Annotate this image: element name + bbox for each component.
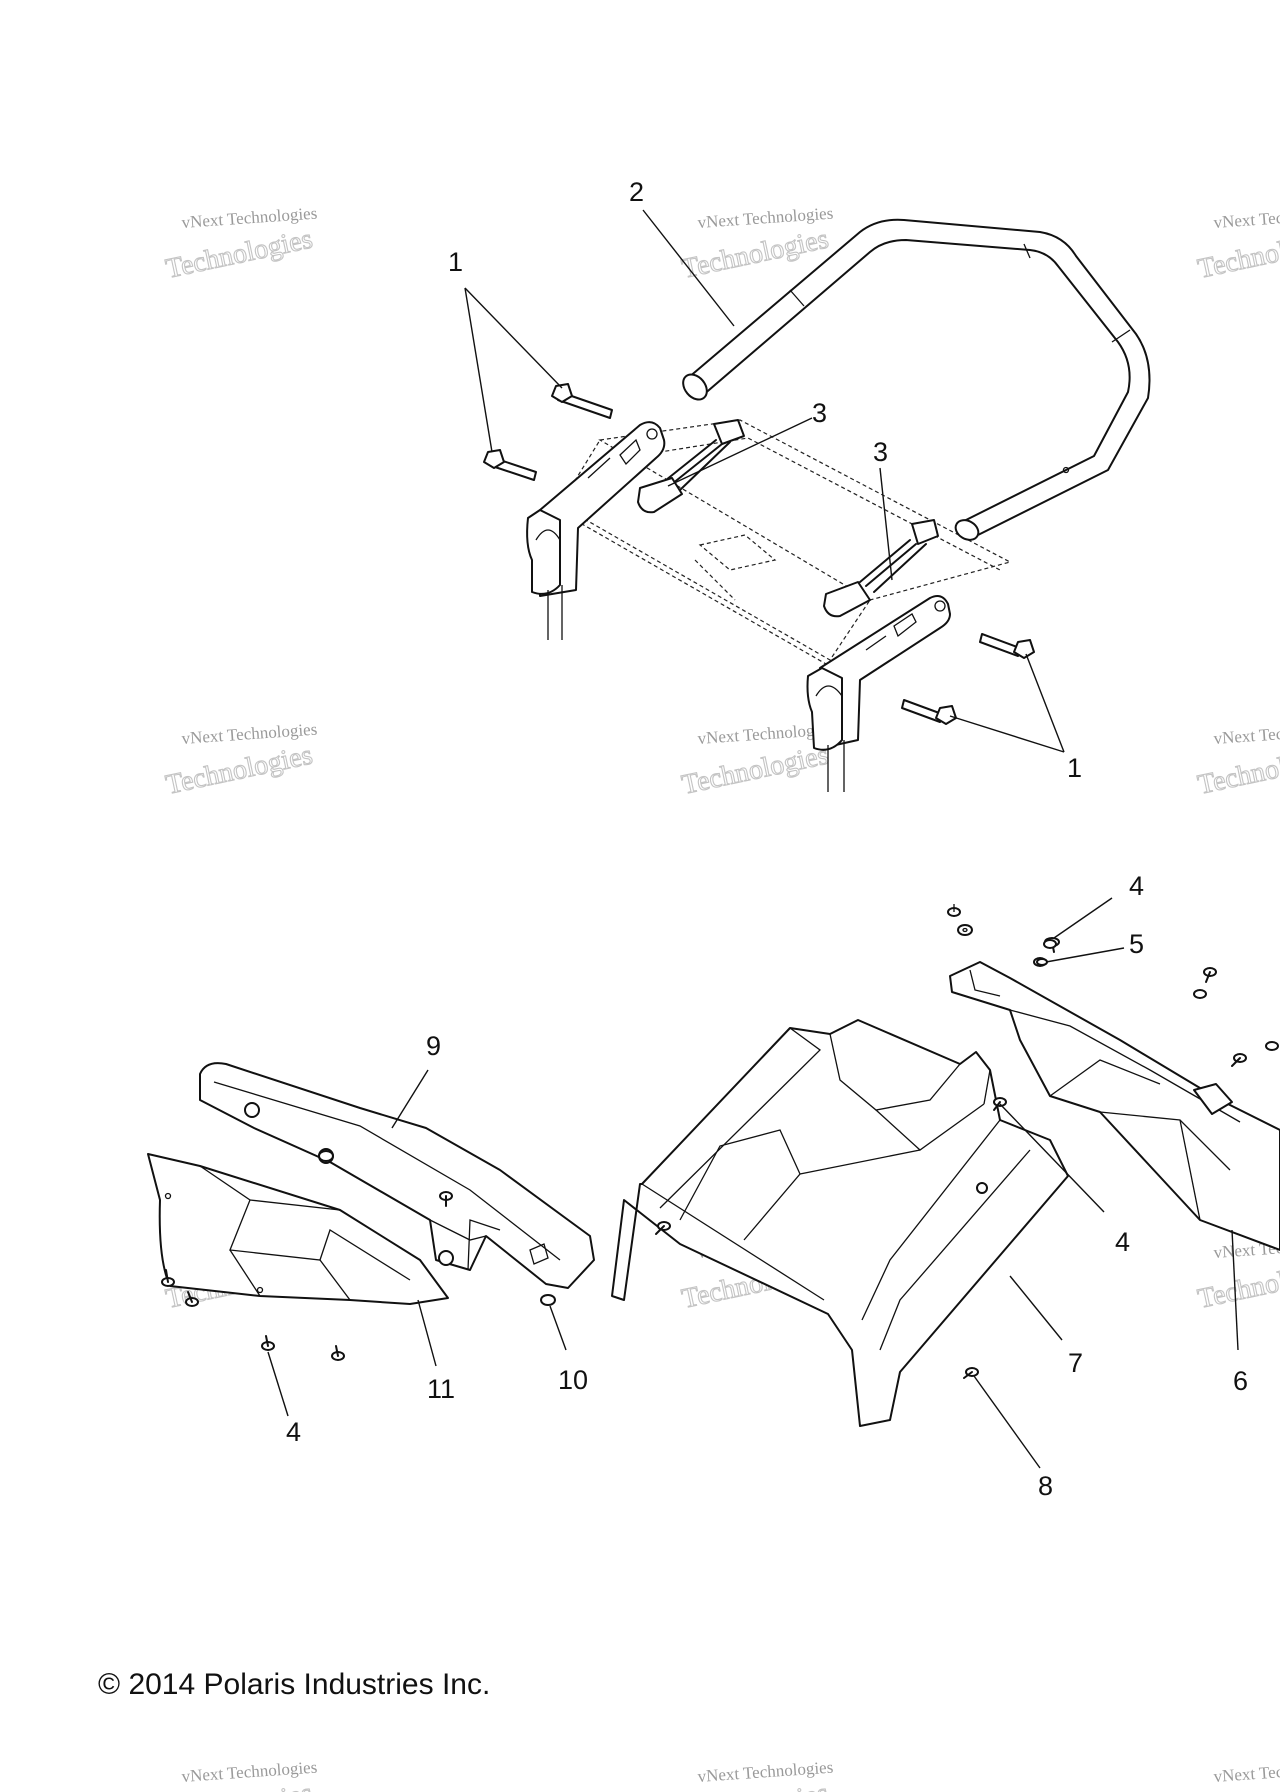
- callout-9: 9: [426, 1031, 441, 1061]
- push-rivet: [963, 1367, 979, 1379]
- bolt: [979, 633, 1035, 659]
- push-rivet: [439, 1191, 453, 1207]
- bolt: [901, 699, 957, 725]
- callout-3: 3: [812, 398, 827, 428]
- leader-lines: [267, 209, 1239, 1469]
- watermark: Technologies vNext Technologies: [679, 1758, 834, 1792]
- svg-text:vNext Technologies: vNext Technologies: [1213, 204, 1280, 232]
- svg-text:Technologies: Technologies: [679, 740, 831, 801]
- callout-11: 11: [427, 1374, 455, 1404]
- washer: [957, 924, 973, 936]
- svg-text:Technologies: Technologies: [163, 740, 315, 801]
- callout-5: 5: [1129, 929, 1144, 959]
- push-rivet: [1036, 958, 1048, 966]
- watermark: Technologies vNext Technologies: [1195, 204, 1280, 286]
- washer: [1193, 989, 1207, 999]
- callout-6: 6: [1233, 1366, 1248, 1396]
- callout-4: 4: [1115, 1227, 1130, 1257]
- rear-fender: [611, 1019, 1069, 1427]
- push-rivet: [947, 904, 961, 917]
- push-rivet: [1231, 1053, 1247, 1067]
- copyright-notice: © 2014 Polaris Industries Inc.: [98, 1668, 491, 1701]
- callouts: 1 2 3 3 1 4 5 9 4 7 6 10 11 4 8: [286, 177, 1248, 1501]
- roll-bar: [682, 218, 1151, 541]
- watermark: Technologies vNext Technologies: [1195, 1758, 1280, 1792]
- callout-4: 4: [286, 1417, 301, 1447]
- callout-4: 4: [1129, 871, 1144, 901]
- right-mount-bracket: [806, 595, 951, 792]
- left-mount-bracket: [526, 421, 666, 640]
- callout-7: 7: [1068, 1348, 1083, 1378]
- fasteners: [161, 904, 1279, 1379]
- push-rivet: [1043, 939, 1057, 949]
- watermark: Technologies vNext Technologies: [163, 720, 318, 802]
- svg-text:Technologies: Technologies: [1195, 1254, 1280, 1315]
- bolt: [483, 449, 537, 481]
- watermark: Technologies vNext Technologies: [163, 1758, 318, 1792]
- svg-text:Technologies: Technologies: [1195, 224, 1280, 285]
- svg-text:vNext Technologies: vNext Technologies: [1213, 1758, 1280, 1786]
- push-rivet: [185, 1291, 199, 1307]
- callout-3: 3: [873, 437, 888, 467]
- push-rivet: [993, 1097, 1007, 1111]
- svg-text:Technologies: Technologies: [163, 224, 315, 285]
- svg-text:Technologies: Technologies: [1195, 740, 1280, 801]
- push-rivet: [331, 1345, 345, 1361]
- callout-8: 8: [1038, 1471, 1053, 1501]
- push-rivet: [1203, 967, 1217, 983]
- callout-10: 10: [558, 1365, 588, 1395]
- callout-2: 2: [629, 177, 644, 207]
- push-rivet: [1265, 1041, 1279, 1051]
- watermark: Technologies vNext Technologies: [163, 204, 318, 286]
- callout-1: 1: [1067, 753, 1082, 783]
- callout-1: 1: [448, 247, 463, 277]
- svg-text:vNext Technologies: vNext Technologies: [1213, 720, 1280, 748]
- harness-connector: [823, 519, 939, 618]
- push-rivet: [318, 1150, 334, 1162]
- push-rivet: [540, 1294, 556, 1306]
- bolt: [551, 383, 613, 419]
- harness-connector: [637, 419, 745, 514]
- push-rivet: [655, 1221, 671, 1235]
- watermark: Technologies vNext Technologies: [1195, 720, 1280, 802]
- push-rivet: [261, 1335, 275, 1351]
- side-rail: [949, 961, 1280, 1251]
- push-rivet: [161, 1269, 175, 1287]
